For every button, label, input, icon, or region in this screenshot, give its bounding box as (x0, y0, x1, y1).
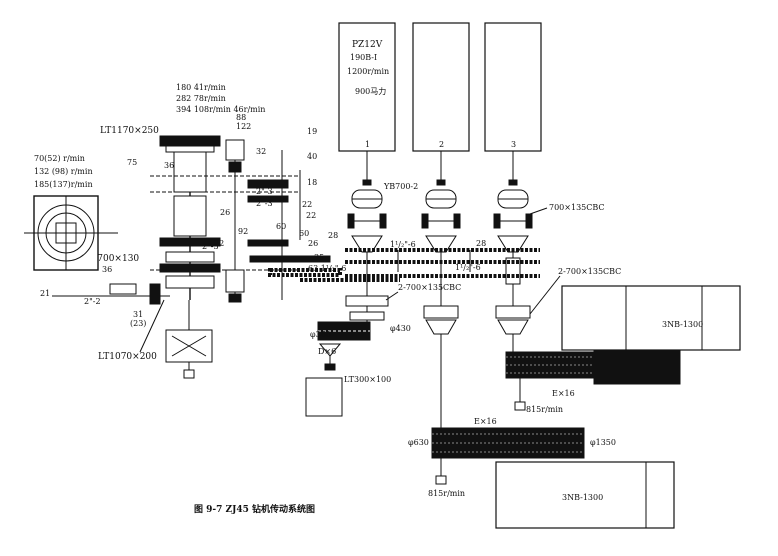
coupling-column-2 (421, 179, 461, 430)
yb-coupling-label: YB700-2 (383, 182, 418, 191)
ref-21: 21 (40, 289, 50, 298)
coupling-column-3 (493, 179, 533, 352)
engine-2: 2 (412, 22, 470, 182)
belt-label: E×16 (552, 389, 575, 398)
brake-label: LT1070×200 (98, 352, 157, 362)
drum-speed: 70(52) r/min (34, 154, 85, 163)
engine-power: 900马力 (355, 86, 386, 96)
chain-label: 2"-3 (256, 199, 273, 208)
engine-3: 3 (484, 22, 542, 182)
pump-model: 3NB-1300 (662, 320, 703, 329)
ref-22: 22 (214, 239, 224, 248)
ref-36: 36 (164, 161, 174, 170)
figure-caption: 图 9-7 ZJ45 钻机传动系统图 (194, 503, 315, 515)
cbc-double-label-a: 2-700×135CBC (398, 283, 461, 292)
pump-lower: 3NB-1300 (495, 461, 675, 529)
ref-38: 38 (160, 265, 170, 274)
tooth-label: 28 (328, 231, 338, 240)
drum-speed: 185(137)r/min (34, 180, 93, 189)
chain-label: 63 1¹/₂"-6 (308, 264, 346, 273)
chain-label: 1¹/₂"-6 (455, 263, 481, 272)
pump-upper-belt: E×16 815r/min (505, 349, 681, 414)
ref-92: 92 (238, 227, 248, 236)
diameter-label: φ630 (408, 438, 429, 447)
speed-row: 180 41r/min (176, 83, 226, 92)
ref-35: 35 (314, 253, 324, 262)
chain-label: 2"-3 (202, 242, 219, 251)
belt-label: E×16 (474, 417, 497, 426)
tooth-label: 122 (236, 122, 251, 131)
engine-1: PZ12V 190B-I 1200r/min 900马力 1 (338, 22, 396, 182)
engine-number: 2 (439, 140, 444, 149)
chain-label: 1¹/₂"-6 (390, 240, 416, 249)
tooth-label: 28 (476, 239, 486, 248)
ref-22: 22 (306, 211, 316, 220)
ref-32: 32 (256, 147, 266, 156)
engine-speed: 1200r/min (347, 67, 389, 76)
ref-18: 18 (307, 178, 317, 187)
belt-label: D×6 (318, 347, 336, 356)
ref-31: 31 (133, 310, 143, 319)
diameter-label: φ1350 (590, 438, 616, 447)
tooth-label: 88 (236, 113, 246, 122)
pump-speed: 815r/min (428, 489, 465, 498)
ref-60: 60 (299, 229, 309, 238)
speed-row: 282 78r/min (176, 94, 226, 103)
coupling-column-1 (345, 179, 389, 330)
ref-23: (23) (130, 319, 146, 328)
pump-upper: 3NB-1300 (561, 285, 741, 351)
drawworks: 180 41r/min 282 78r/min 394 108r/min 46r… (40, 83, 400, 379)
speed-row: 394 108r/min 46r/min (176, 105, 265, 114)
diameter-label: φ430 (390, 324, 411, 333)
ref-40: 40 (307, 152, 317, 161)
cbc-double-label-b: 2-700×135CBC (558, 267, 621, 276)
brake-label: LT1170×250 (100, 126, 159, 136)
ref-36: 36 (102, 265, 112, 274)
engine-model: PZ12V (352, 40, 383, 50)
compound-belt-drive: φ360 φ430 D×6 LT300×100 (305, 321, 411, 417)
chain-label: 2"-2 (84, 297, 101, 306)
diameter-label: φ360 (310, 330, 331, 339)
rotary-table: 70(52) r/min 132 (98) r/min 185(137)r/mi… (24, 154, 118, 271)
compound-chains: 1¹/₂"-6 1¹/₂"-6 28 28 (328, 231, 540, 278)
pump-lower-belt: E×16 φ630 φ1350 815r/min (408, 417, 616, 498)
ref-22: 22 (302, 200, 312, 209)
ref-26: 26 (220, 208, 230, 217)
cbc-coupling-label: 700×135CBC (549, 203, 605, 212)
ref-19: 19 (307, 127, 317, 136)
engine-number: 1 (365, 140, 370, 149)
ref-26: 26 (308, 239, 318, 248)
drum-speed: 132 (98) r/min (34, 167, 93, 176)
ref-60: 60 (276, 222, 286, 231)
engine-number: 3 (511, 140, 516, 149)
engine-spec: 190B-I (350, 53, 377, 62)
coupling-label: LT300×100 (344, 375, 391, 384)
ref-75: 75 (127, 158, 137, 167)
chain-label: 2"-3 (256, 187, 273, 196)
brake-label: LT700×130 (86, 254, 139, 264)
pump-model: 3NB-1300 (562, 493, 603, 502)
pump-speed: 815r/min (526, 405, 563, 414)
